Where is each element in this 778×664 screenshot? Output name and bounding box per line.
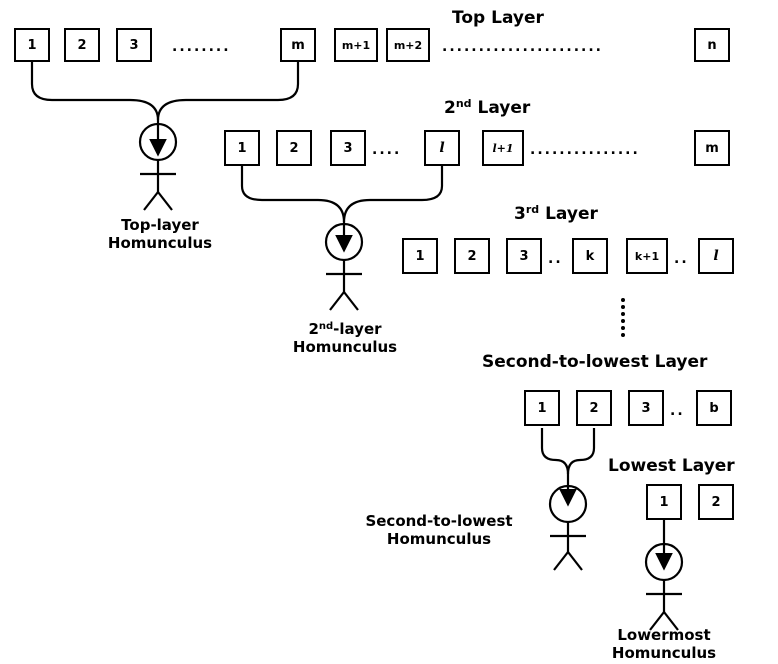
second-layer-box-1: 1: [224, 130, 260, 166]
second-homunculus-caption-num: 2: [308, 320, 319, 338]
second-layer-box-l-plus-1: l+1: [482, 130, 524, 166]
third-layer-box-k-plus-1: k+1: [626, 238, 668, 274]
second-homunculus-caption: 2nd-layer Homunculus: [270, 320, 420, 356]
second-homunculus-caption-rest: -layer: [333, 320, 382, 338]
top-layer-box-m-plus-2: m+2: [386, 28, 430, 62]
second-to-lowest-box-b: b: [696, 390, 732, 426]
third-layer-title: 3rd Layer: [514, 204, 598, 224]
third-layer-title-num: 3: [514, 204, 526, 224]
second-layer-box-3: 3: [330, 130, 366, 166]
second-to-lowest-caption-line2: Homunculus: [386, 530, 492, 548]
third-layer-box-k: k: [572, 238, 608, 274]
lowermost-caption-line2: Homunculus: [611, 644, 717, 662]
second-layer-dots-1: ....: [372, 142, 402, 158]
third-layer-title-rest: Layer: [539, 204, 598, 224]
second-layer-homunculus-figure: [324, 222, 364, 311]
third-layer-dots-2: ..: [674, 251, 689, 267]
second-layer-box-2: 2: [276, 130, 312, 166]
third-layer-box-2: 2: [454, 238, 490, 274]
lowest-layer-title: Lowest Layer: [608, 456, 735, 476]
second-to-lowest-homunculus-figure: [548, 484, 588, 571]
second-to-lowest-box-2: 2: [576, 390, 612, 426]
second-layer-funnel: [240, 166, 444, 253]
vertical-ellipsis: [621, 298, 625, 337]
lowermost-homunculus-figure: [644, 542, 684, 631]
lowest-layer-box-2: 2: [698, 484, 734, 520]
second-homunculus-caption-line1: 2nd-layer: [270, 320, 420, 338]
top-layer-box-n: n: [694, 28, 730, 62]
top-layer-dots-1: ........: [172, 39, 231, 55]
top-layer-title: Top Layer: [452, 8, 544, 28]
second-to-lowest-homunculus-caption: Second-to-lowest Homunculus: [336, 512, 542, 548]
top-homunculus-figure: [138, 122, 178, 211]
top-layer-box-3: 3: [116, 28, 152, 62]
lowermost-homunculus-caption: Lowermost Homunculus: [594, 626, 734, 662]
second-to-lowest-box-3: 3: [628, 390, 664, 426]
third-layer-box-1: 1: [402, 238, 438, 274]
third-layer-box-l: l: [698, 238, 734, 274]
third-layer-title-sup: rd: [525, 203, 540, 216]
second-layer-dots-2: ...............: [530, 142, 640, 158]
top-layer-funnel: [30, 62, 300, 157]
top-homunculus-caption-line2: Homunculus: [107, 234, 213, 252]
top-layer-box-m-plus-1: m+1: [334, 28, 378, 62]
top-homunculus-caption: Top-layer Homunculus: [90, 216, 230, 252]
second-to-lowest-funnel: [540, 428, 596, 507]
third-layer-dots-1: ..: [548, 251, 563, 267]
top-homunculus-caption-line1: Top-layer: [121, 216, 199, 234]
top-layer-dots-2: ......................: [442, 39, 604, 55]
second-to-lowest-caption-line1: Second-to-lowest: [365, 512, 513, 530]
second-to-lowest-box-1: 1: [524, 390, 560, 426]
second-to-lowest-layer-title: Second-to-lowest Layer: [482, 352, 708, 372]
second-layer-box-l: l: [424, 130, 460, 166]
second-homunculus-caption-line2: Homunculus: [292, 338, 398, 356]
top-layer-box-m: m: [280, 28, 316, 62]
second-layer-title-num: 2: [444, 98, 456, 118]
lowest-layer-box-1: 1: [646, 484, 682, 520]
second-homunculus-caption-sup: nd: [318, 321, 334, 332]
lowermost-caption-line1: Lowermost: [617, 626, 711, 644]
top-layer-box-2: 2: [64, 28, 100, 62]
third-layer-box-3: 3: [506, 238, 542, 274]
second-layer-title-rest: Layer: [471, 98, 531, 118]
second-layer-title: 2nd Layer: [444, 98, 530, 118]
second-layer-box-m: m: [694, 130, 730, 166]
second-to-lowest-dots: ..: [670, 403, 685, 419]
top-layer-box-1: 1: [14, 28, 50, 62]
second-layer-title-sup: nd: [455, 97, 472, 110]
